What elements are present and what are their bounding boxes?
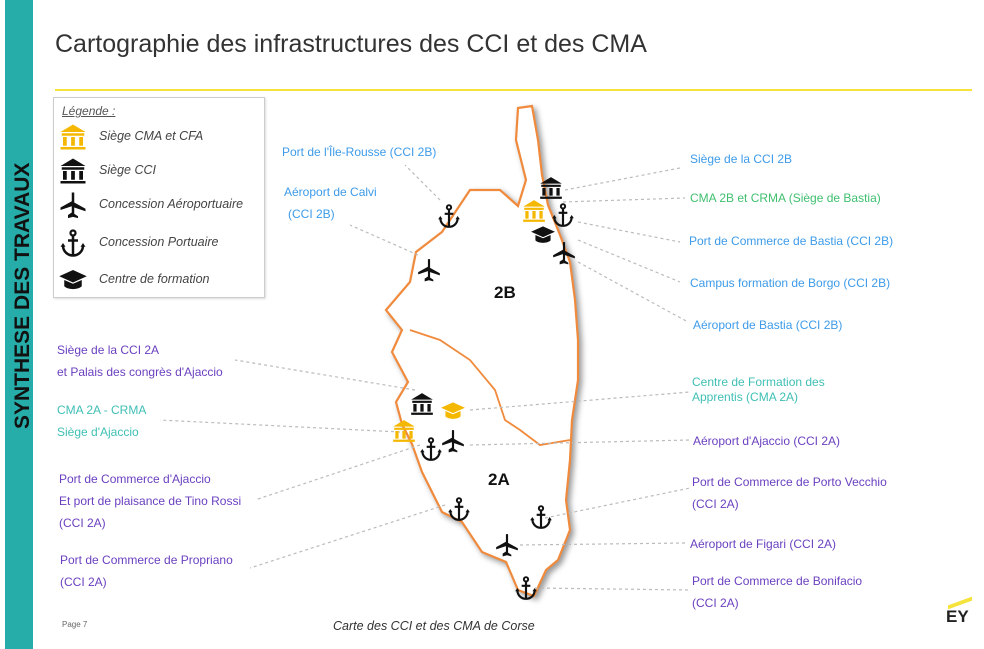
legend-item: Concession Aéroportuaire — [54, 190, 264, 220]
dept-label-2b: 2B — [494, 283, 516, 302]
legend-label: Concession Aéroportuaire — [99, 197, 244, 211]
label-line: (CCI 2A) — [692, 596, 739, 610]
label-siege-cci-2a: Siège de la CCI 2A et Palais des congrès … — [57, 339, 223, 383]
label-line: Centre de Formation des — [692, 375, 825, 389]
label-line: Aéroport d'Ajaccio (CCI 2A) — [693, 434, 841, 448]
label-line: Port de Commerce de Propriano — [60, 553, 233, 567]
label-line: Campus formation de Borgo (CCI 2B) — [690, 276, 891, 290]
label-line: Aéroport de Bastia (CCI 2B) — [693, 318, 843, 332]
label-siege-cci-2b: Siège de la CCI 2B — [690, 148, 792, 170]
legend-title: Légende : — [62, 104, 116, 118]
airplane-icon[interactable] — [551, 240, 577, 266]
map-caption: Carte des CCI et des CMA de Corse — [333, 619, 535, 633]
label-line: et Palais des congrès d'Ajaccio — [57, 365, 223, 379]
anchor-icon[interactable] — [436, 203, 462, 229]
label-cma-2a: CMA 2A - CRMA Siège d'Ajaccio — [57, 399, 146, 443]
page-number: Page 7 — [62, 620, 88, 629]
label-line: Aéroport de Figari (CCI 2A) — [690, 537, 837, 551]
label-aeroport-bastia: Aéroport de Bastia (CCI 2B) — [693, 314, 842, 336]
label-line: Port de Commerce de Bastia (CCI 2B) — [689, 234, 894, 248]
label-port-bonifacio: Port de Commerce de Bonifacio (CCI 2A) — [692, 570, 862, 614]
airplane-icon[interactable] — [416, 257, 442, 283]
label-line: Port de Commerce de Bonifacio — [692, 574, 863, 588]
corsica-outline — [384, 104, 580, 598]
leader-lines — [159, 164, 691, 591]
airplane-icon[interactable] — [494, 532, 520, 558]
label-line: CMA 2A - CRMA — [57, 403, 147, 417]
ey-logo: EY — [946, 607, 969, 626]
anchor-icon[interactable] — [446, 496, 472, 522]
legend-label: Siège CMA et CFA — [99, 129, 204, 143]
label-port-porto-vecchio: Port de Commerce de Porto Vecchio (CCI 2A… — [692, 471, 887, 515]
cci-building-icon[interactable] — [409, 391, 435, 417]
label-aeroport-calvi: Aéroport de Calvi (CCI 2B) — [284, 181, 377, 225]
label-port-bastia: Port de Commerce de Bastia (CCI 2B) — [689, 230, 893, 252]
label-line: CMA 2B et CRMA (Siège de Bastia) — [690, 191, 881, 205]
cma-building-icon[interactable] — [521, 198, 547, 224]
label-line: Port de Commerce d'Ajaccio — [59, 472, 211, 486]
legend-item: Siège CMA et CFA — [54, 122, 264, 152]
title-divider — [55, 89, 972, 91]
legend-item: Concession Portuaire — [54, 228, 264, 258]
graduation-cap-icon[interactable] — [440, 398, 466, 424]
legend: Légende : Siège CMA et CFA Siège CCI Con… — [53, 97, 265, 298]
legend-item: Siège CCI — [54, 156, 264, 186]
airplane-icon[interactable] — [440, 428, 466, 454]
label-line: Siège de la CCI 2B — [690, 152, 793, 166]
label-line: Apprentis (CMA 2A) — [692, 390, 799, 404]
label-aeroport-figari: Aéroport de Figari (CCI 2A) — [690, 533, 836, 555]
legend-label: Siège CCI — [99, 163, 156, 177]
label-cma-2b: CMA 2B et CRMA (Siège de Bastia) — [690, 187, 881, 209]
label-port-ile-rousse: Port de l'Île-Rousse (CCI 2B) — [282, 141, 436, 163]
label-line: Port de l'Île-Rousse (CCI 2B) — [282, 145, 437, 159]
label-line: (CCI 2A) — [692, 497, 739, 511]
dept-label-2a: 2A — [488, 470, 510, 489]
label-line: (CCI 2A) — [59, 516, 106, 530]
anchor-icon[interactable] — [513, 575, 539, 601]
label-line: Siège d'Ajaccio — [57, 425, 139, 439]
label-line: (CCI 2B) — [288, 207, 335, 221]
page-title: Cartographie des infrastructures des CCI… — [55, 30, 647, 58]
label-line: Et port de plaisance de Tino Rossi — [59, 494, 242, 508]
sidebar — [5, 0, 33, 649]
legend-item: Centre de formation — [54, 265, 264, 295]
label-port-ajaccio: Port de Commerce d'Ajaccio Et port de pla… — [59, 468, 241, 534]
label-port-propriano: Port de Commerce de Propriano (CCI 2A) — [60, 549, 233, 593]
label-line: Aéroport de Calvi — [284, 185, 377, 199]
label-line: Siège de la CCI 2A — [57, 343, 160, 357]
dept-border — [409, 329, 571, 446]
cma-building-icon[interactable] — [391, 418, 417, 444]
anchor-icon[interactable] — [528, 504, 554, 530]
legend-label: Centre de formation — [99, 272, 210, 286]
label-line: (CCI 2A) — [60, 575, 107, 589]
label-campus-borgo: Campus formation de Borgo (CCI 2B) — [690, 272, 890, 294]
legend-label: Concession Portuaire — [99, 235, 219, 249]
label-line: Port de Commerce de Porto Vecchio — [692, 475, 887, 489]
label-aeroport-ajaccio: Aéroport d'Ajaccio (CCI 2A) — [693, 430, 840, 452]
